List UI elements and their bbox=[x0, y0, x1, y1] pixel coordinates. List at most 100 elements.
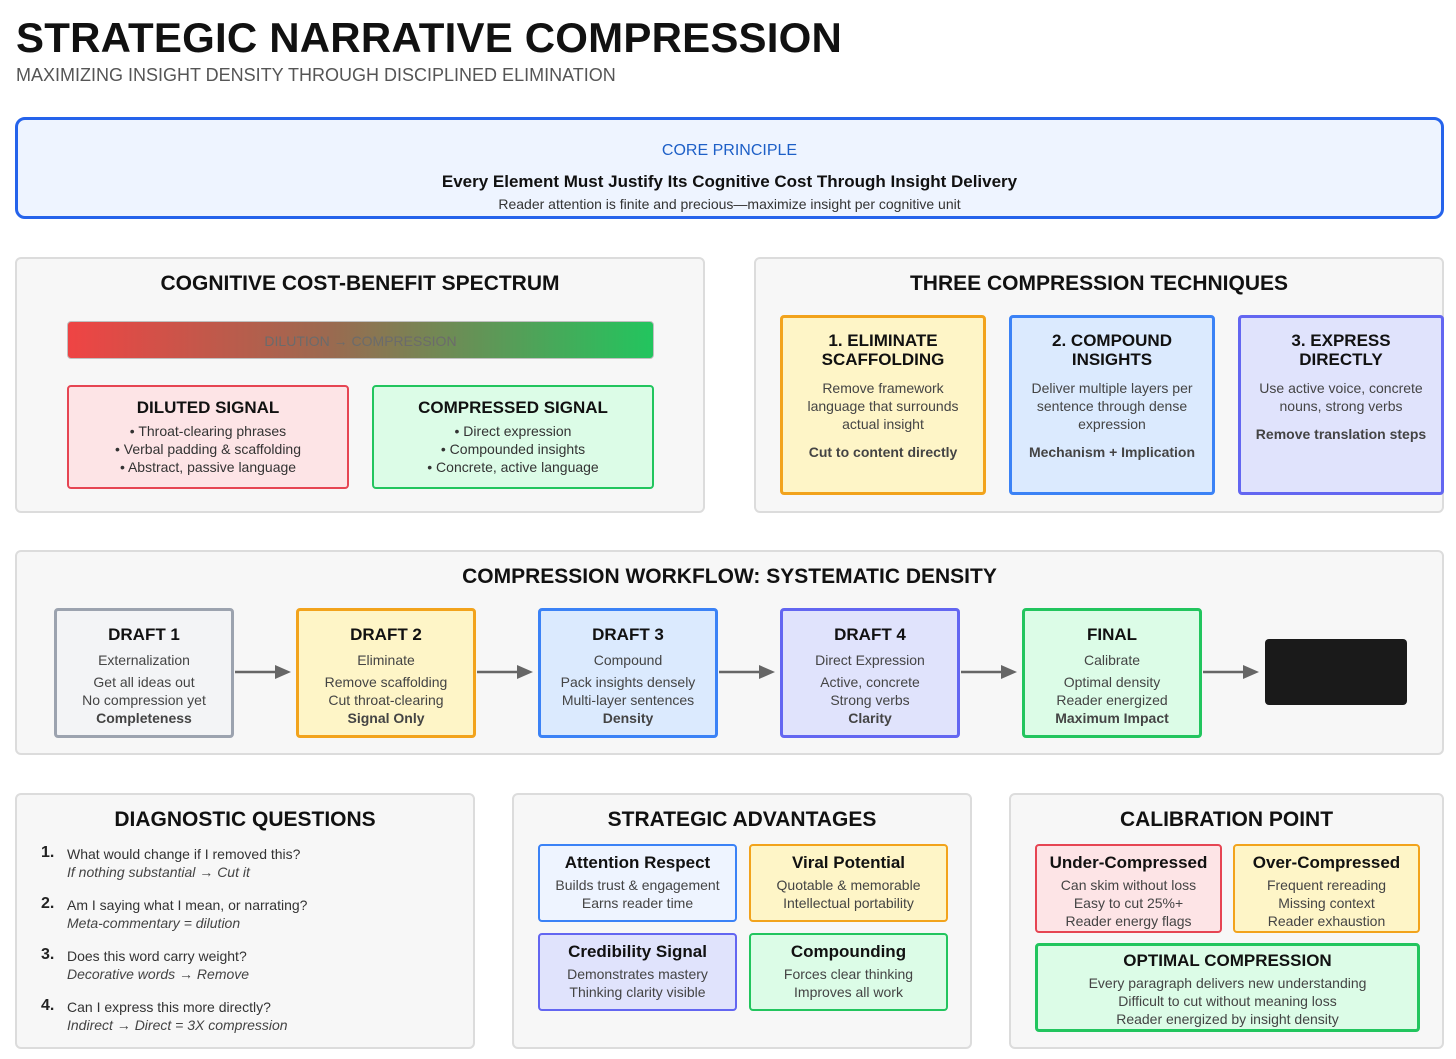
calibration-card-title: Under-Compressed bbox=[1049, 853, 1208, 872]
advantages-panel: STRATEGIC ADVANTAGES Attention Respect B… bbox=[512, 793, 972, 1049]
optimal-line: Reader energized by insight density bbox=[1116, 1011, 1339, 1027]
draft-2-box: DRAFT 2 Eliminate Remove scaffolding Cut… bbox=[296, 608, 476, 738]
advantages-title: STRATEGIC ADVANTAGES bbox=[607, 808, 877, 831]
diluted-signal-item: • Verbal padding & scaffolding bbox=[115, 441, 301, 457]
question-number: 1. bbox=[41, 844, 55, 861]
advantage-line: Improves all work bbox=[794, 984, 903, 1000]
draft-key: Density bbox=[602, 710, 654, 726]
technique-card-express: 3. EXPRESS DIRECTLY Use active voice, co… bbox=[1238, 315, 1444, 495]
question-text: Am I saying what I mean, or narrating? bbox=[67, 897, 308, 913]
advantage-card-credibility: Credibility Signal Demonstrates mastery … bbox=[538, 933, 737, 1011]
spectrum-panel: COGNITIVE COST-BENEFIT SPECTRUM DILUTION… bbox=[15, 257, 705, 513]
technique-card-eliminate: 1. ELIMINATE SCAFFOLDING Remove framewor… bbox=[780, 315, 986, 495]
over-compressed-box: Over-Compressed Frequent rereading Missi… bbox=[1233, 844, 1420, 933]
draft-line: Multi-layer sentences bbox=[561, 692, 695, 708]
advantage-line: Thinking clarity visible bbox=[569, 984, 706, 1000]
draft-line: Pack insights densely bbox=[560, 674, 696, 690]
workflow-panel: COMPRESSION WORKFLOW: SYSTEMATIC DENSITY… bbox=[15, 550, 1444, 755]
calibration-line: Easy to cut 25%+ bbox=[1073, 895, 1184, 911]
diagnostic-title: DIAGNOSTIC QUESTIONS bbox=[114, 808, 376, 831]
question-answer: Decorative words → Remove bbox=[67, 966, 250, 982]
advantage-title: Compounding bbox=[790, 942, 907, 961]
draft-title: FINAL bbox=[1086, 625, 1138, 644]
draft-1-box: DRAFT 1 Externalization Get all ideas ou… bbox=[54, 608, 234, 738]
optimal-title: OPTIMAL COMPRESSION bbox=[1123, 951, 1332, 970]
advantage-title: Credibility Signal bbox=[568, 942, 707, 961]
technique-description: Use active voice, concrete nouns, strong… bbox=[1259, 380, 1423, 414]
draft-key: Signal Only bbox=[347, 710, 425, 726]
technique-title: 3. EXPRESS DIRECTLY bbox=[1291, 331, 1391, 369]
advantage-line: Earns reader time bbox=[581, 895, 694, 911]
question-answer: Indirect → Direct = 3X compression bbox=[67, 1017, 288, 1033]
question-answer: If nothing substantial → Cut it bbox=[67, 864, 250, 880]
core-principle-label: CORE PRINCIPLE bbox=[661, 142, 798, 159]
compressed-signal-title: COMPRESSED SIGNAL bbox=[418, 398, 608, 417]
calibration-title: CALIBRATION POINT bbox=[1119, 808, 1334, 831]
advantage-line: Builds trust & engagement bbox=[555, 877, 720, 893]
core-principle-subtext: Reader attention is finite and precious—… bbox=[498, 196, 961, 212]
optimal-line: Every paragraph delivers new understandi… bbox=[1088, 975, 1367, 991]
compressed-signal-item: • Compounded insights bbox=[440, 441, 586, 457]
technique-emphasis: Cut to content directly bbox=[808, 444, 958, 460]
advantage-title: Viral Potential bbox=[791, 853, 906, 872]
question-number: 4. bbox=[41, 997, 55, 1014]
calibration-line: Reader energy flags bbox=[1065, 913, 1192, 929]
draft-line: Get all ideas out bbox=[93, 674, 195, 690]
final-draft-box: FINAL Calibrate Optimal density Reader e… bbox=[1022, 608, 1202, 738]
advantage-card-compounding: Compounding Forces clear thinking Improv… bbox=[749, 933, 948, 1011]
draft-title: DRAFT 3 bbox=[592, 625, 664, 644]
draft-3-box: DRAFT 3 Compound Pack insights densely M… bbox=[538, 608, 718, 738]
calibration-line: Reader exhaustion bbox=[1267, 913, 1386, 929]
advantage-card-viral: Viral Potential Quotable & memorable Int… bbox=[749, 844, 948, 922]
techniques-panel: THREE COMPRESSION TECHNIQUES 1. ELIMINAT… bbox=[754, 257, 1444, 513]
draft-key: Maximum Impact bbox=[1055, 710, 1169, 726]
question-text: Does this word carry weight? bbox=[67, 948, 247, 964]
technique-emphasis: Remove translation steps bbox=[1255, 426, 1427, 442]
draft-line: Strong verbs bbox=[830, 692, 910, 708]
draft-line: Optimal density bbox=[1063, 674, 1161, 690]
draft-subtitle: Externalization bbox=[98, 652, 190, 668]
dilution-compression-bar: DILUTION → COMPRESSION bbox=[67, 321, 654, 359]
draft-key: Completeness bbox=[96, 710, 192, 726]
calibration-line: Frequent rereading bbox=[1266, 877, 1387, 893]
advantage-line: Forces clear thinking bbox=[783, 966, 914, 982]
spectrum-title: COGNITIVE COST-BENEFIT SPECTRUM bbox=[160, 272, 560, 295]
advantage-card-attention: Attention Respect Builds trust & engagem… bbox=[538, 844, 737, 922]
question-answer: Meta-commentary = dilution bbox=[67, 915, 241, 931]
arrow-right-icon bbox=[719, 665, 775, 679]
optimal-compression-box: OPTIMAL COMPRESSION Every paragraph deli… bbox=[1035, 943, 1420, 1032]
diluted-signal-item: • Throat-clearing phrases bbox=[129, 423, 287, 439]
workflow-title: COMPRESSION WORKFLOW: SYSTEMATIC DENSITY bbox=[462, 565, 997, 588]
draft-line: Cut throat-clearing bbox=[328, 692, 444, 708]
advantage-title: Attention Respect bbox=[564, 853, 711, 872]
draft-subtitle: Calibrate bbox=[1083, 652, 1141, 668]
calibration-panel: CALIBRATION POINT Under-Compressed Can s… bbox=[1009, 793, 1444, 1049]
output-box bbox=[1265, 639, 1407, 705]
question-number: 2. bbox=[41, 895, 55, 912]
under-compressed-box: Under-Compressed Can skim without loss E… bbox=[1035, 844, 1222, 933]
advantage-line: Quotable & memorable bbox=[776, 877, 921, 893]
draft-line: Reader energized bbox=[1056, 692, 1168, 708]
draft-4-box: DRAFT 4 Direct Expression Active, concre… bbox=[780, 608, 960, 738]
draft-line: Active, concrete bbox=[820, 674, 920, 690]
arrow-right-icon bbox=[1203, 665, 1259, 679]
technique-card-compound: 2. COMPOUND INSIGHTS Deliver multiple la… bbox=[1009, 315, 1215, 495]
page-title: STRATEGIC NARRATIVE COMPRESSION bbox=[16, 14, 843, 61]
arrow-right-icon bbox=[477, 665, 533, 679]
draft-subtitle: Direct Expression bbox=[815, 652, 925, 668]
technique-title: 2. COMPOUND INSIGHTS bbox=[1052, 331, 1172, 369]
draft-line: No compression yet bbox=[82, 692, 206, 708]
draft-title: DRAFT 1 bbox=[108, 625, 180, 644]
gradient-bar-label: DILUTION → COMPRESSION bbox=[264, 333, 457, 349]
advantage-line: Demonstrates mastery bbox=[567, 966, 708, 982]
technique-description: Remove framework language that surrounds… bbox=[807, 380, 959, 432]
question-text: Can I express this more directly? bbox=[67, 999, 271, 1015]
diluted-signal-title: DILUTED SIGNAL bbox=[136, 398, 280, 417]
arrow-right-icon bbox=[235, 665, 291, 679]
calibration-line: Can skim without loss bbox=[1060, 877, 1197, 893]
question-text: What would change if I removed this? bbox=[67, 846, 301, 862]
advantage-line: Intellectual portability bbox=[783, 895, 914, 911]
question-number: 3. bbox=[41, 946, 55, 963]
compressed-signal-box: COMPRESSED SIGNAL • Direct expression • … bbox=[372, 385, 654, 489]
techniques-title: THREE COMPRESSION TECHNIQUES bbox=[909, 272, 1289, 295]
